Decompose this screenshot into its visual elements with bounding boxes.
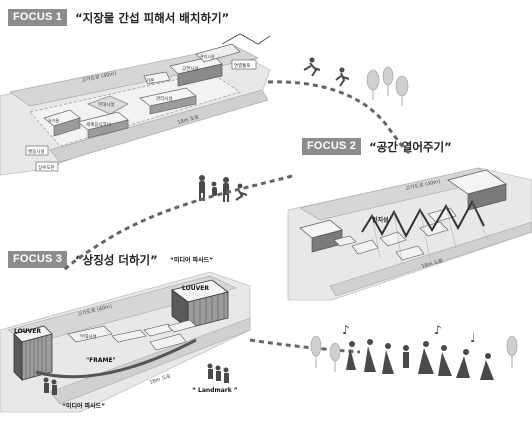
media-facade-top-label: “미디어 파사드” [170,256,213,264]
people-group-left [43,377,57,395]
svg-text:♪: ♪ [342,323,350,337]
site-2-road-bottom [329,221,532,297]
family-figures [199,175,248,202]
svg-text:♩: ♩ [470,331,476,345]
building-1g-label: 관리시설 [200,53,215,59]
focus-2-label: FOCUS 2 “공간 열어주기” [302,138,452,155]
louver-left-lines [25,336,47,379]
tag-left-1-box [25,145,49,156]
tag-right-1-box [231,59,257,70]
node-2-label: 인지성 [372,216,389,224]
louver-right-label: LOUVER [182,285,209,292]
people-group-right [207,363,229,383]
dancers [346,339,494,380]
connector-1-to-2 [267,80,413,157]
louver-right-lines [193,293,225,327]
building-1d-label: 세계음식코너 [86,121,111,128]
building-1b-label: 기존 [146,77,154,84]
connector-3-to-dancers [249,338,361,354]
building-1e-label: 유기물 [48,117,59,123]
focus-1-scene: 고가도로 (40m) 18m 도로 부대시설 기존 관리시설 세계음식코너 유기… [0,33,271,176]
focus-1-title: “지장물 간섭 피해서 배치하기” [75,10,230,25]
building-3a-label: 부대시설 [80,333,97,340]
media-facade-bottom-label: “미디어 파사드” [62,402,105,410]
tag-right-1: 연결통로 [234,62,251,69]
tag-left-2: 상수도관 [38,164,55,171]
frame-label: "FRAME" [86,357,116,364]
focus-2-tag: FOCUS 2 [302,138,362,155]
road-18m-label-2: 18m 도로 [421,258,444,270]
runners [303,57,350,87]
road-18m-label-1: 18m 도로 [177,114,200,126]
canopy-rays [371,201,489,263]
focus-2-title: “공간 열어주기” [369,139,452,154]
focus-1-tag: FOCUS 1 [8,9,68,26]
building-1f-label: 공연시설 [182,65,199,72]
trees-top [366,66,409,106]
svg-text:♪: ♪ [434,323,442,337]
frame-structure [35,338,197,379]
focus-3-tag: FOCUS 3 [8,251,68,268]
site-1-buildings [43,43,241,139]
site-3-buildings [67,319,197,351]
louver-left-label: LOUVER [14,328,41,335]
site-1-road-bottom [49,89,269,163]
focus-3-title: “상징성 더하기” [75,252,158,267]
site-1-bridge [221,33,271,45]
music-notes: ♪ ♪ ♩ [342,323,476,345]
focus-3-scene: 고가도로 (40m) 18m 도로 LOUVER LOUVER "FRAME" … [0,256,251,413]
trees-bottom [310,335,518,372]
building-1a-label: 부대시설 [98,101,115,108]
focus-2-scene: 고가도로 (40m) 18m 도로 인지성 [287,167,532,301]
tag-left-2-box [35,161,59,172]
tag-left-1: 명동시설 [28,148,45,155]
site-1-dome [86,95,129,115]
focus-1-label: FOCUS 1 “지장물 간섭 피해서 배치하기” [8,9,229,26]
building-1c-label: 관리시설 [156,95,173,102]
landmark-label: “ Landmark ” [192,387,238,394]
focus-3-label: FOCUS 3 “상징성 더하기” [8,251,158,268]
pavilion-pods [333,207,457,261]
